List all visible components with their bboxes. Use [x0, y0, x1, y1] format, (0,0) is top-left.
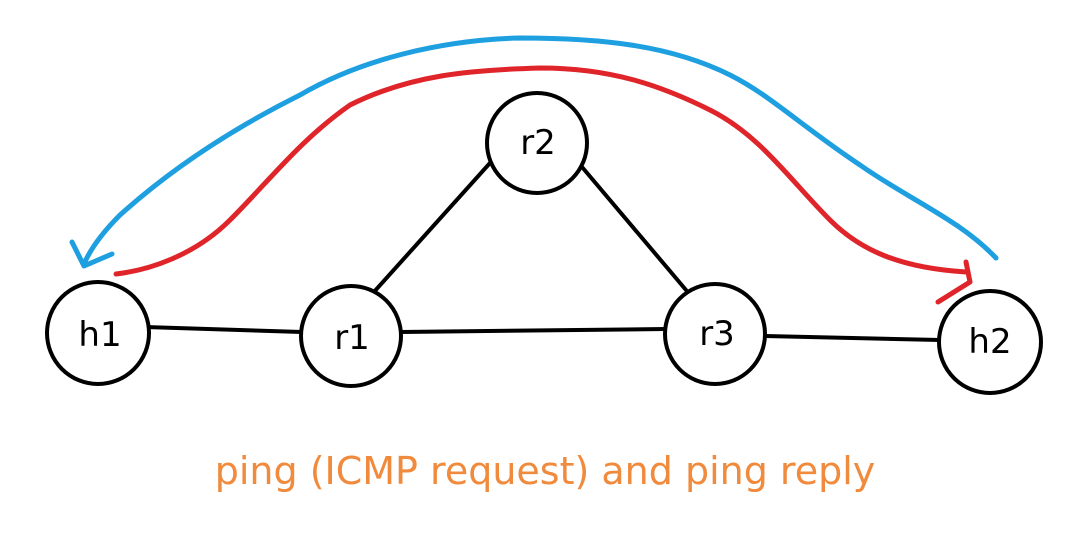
node-h1: h1 [45, 280, 151, 386]
link-r1-r3 [399, 327, 668, 334]
link-r2-r3 [580, 165, 688, 292]
diagram-caption: ping (ICMP request) and ping reply [214, 449, 876, 493]
ping-reply-arrowhead [69, 239, 115, 269]
node-h2: h2 [937, 289, 1043, 395]
node-h1-label: h1 [78, 315, 121, 355]
node-r1-label: r1 [334, 318, 370, 358]
link-r3-h2 [763, 334, 942, 342]
node-r2-label: r2 [520, 123, 556, 163]
node-r2-circle [485, 91, 589, 195]
ping-reply-arc [81, 35, 999, 267]
node-r2: r2 [485, 91, 589, 195]
node-r1-circle [299, 284, 403, 388]
link-h1-r1 [143, 325, 304, 334]
node-r3-circle [663, 282, 767, 386]
node-r1: r1 [299, 284, 403, 388]
node-h2-circle [937, 289, 1043, 395]
node-r3-label: r3 [699, 314, 735, 354]
node-h2-label: h2 [968, 322, 1011, 362]
ping-request-arrowhead [935, 259, 973, 305]
node-h1-circle [45, 280, 151, 386]
node-r3: r3 [663, 282, 767, 386]
ping-request-arc [113, 65, 969, 277]
link-r1-r2 [371, 161, 492, 295]
